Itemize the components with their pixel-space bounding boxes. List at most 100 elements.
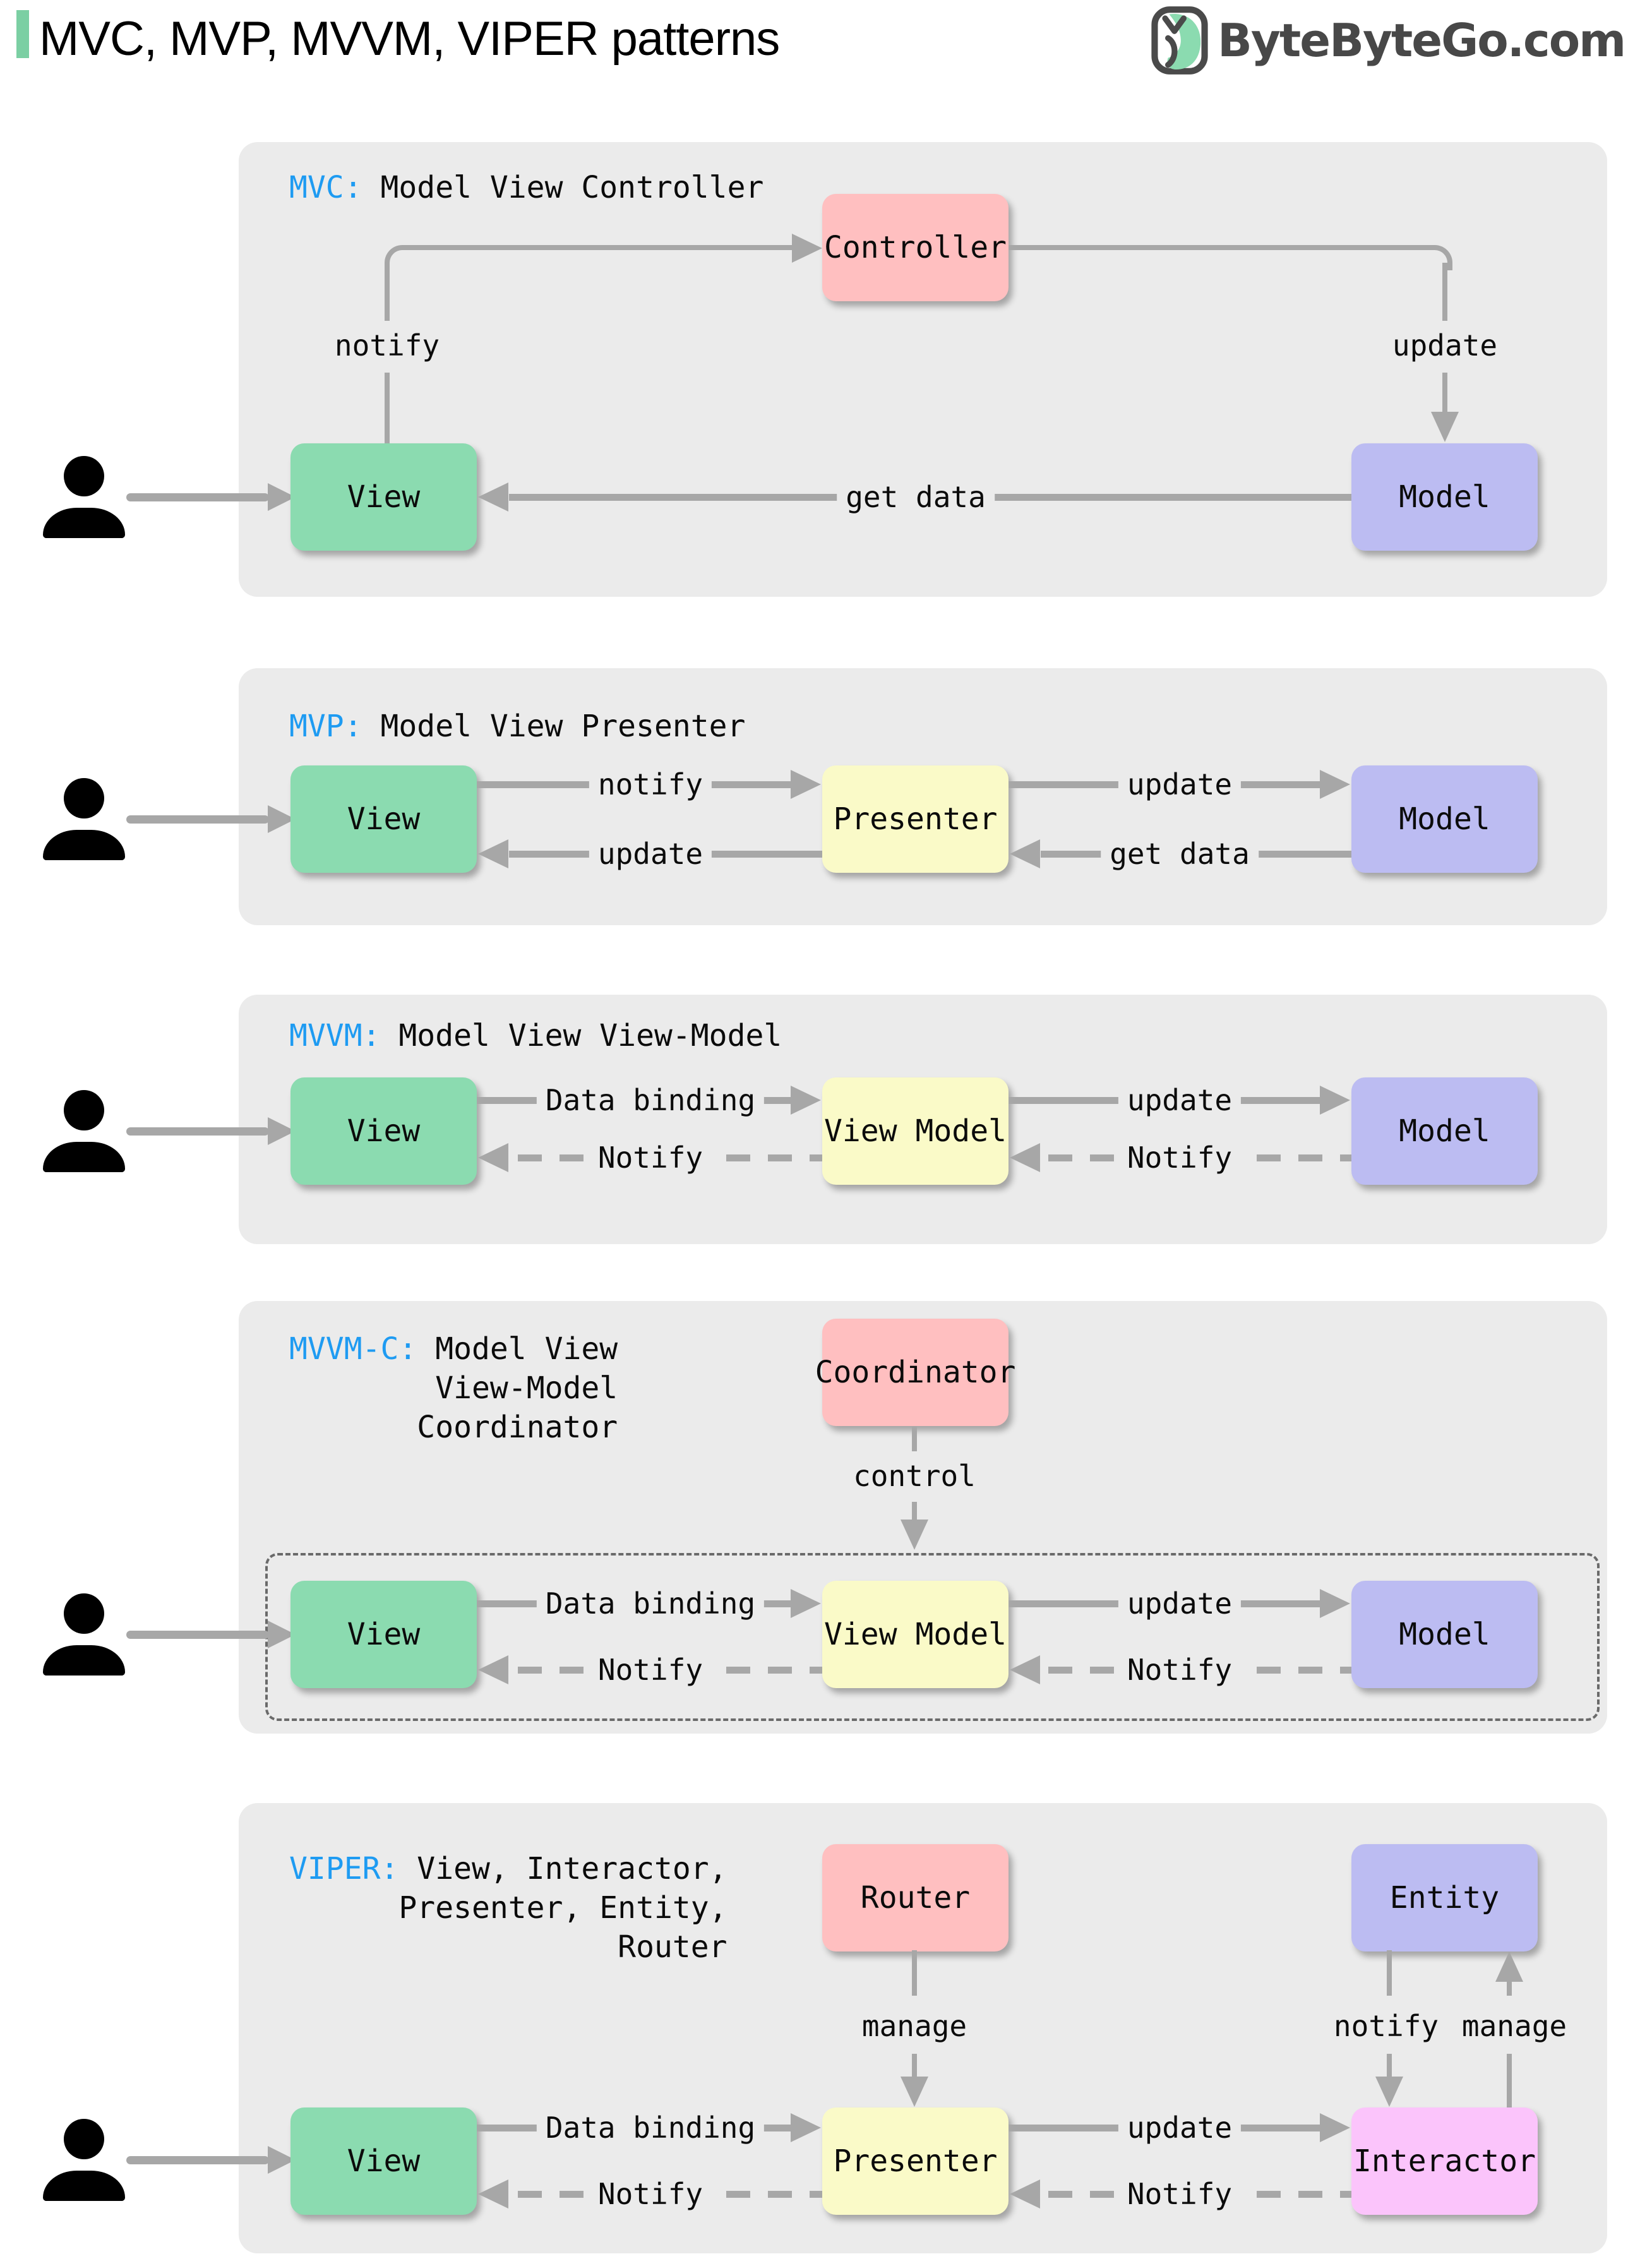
arrow-label-notify: Notify	[589, 1652, 712, 1688]
node-model: Model	[1351, 443, 1538, 551]
user-to-view-arrow	[126, 1127, 269, 1136]
arrowhead-icon	[478, 1655, 508, 1684]
arrowhead-icon	[791, 1589, 821, 1618]
section-prefix-mvp: MVP:	[289, 709, 362, 744]
node-view: View	[290, 443, 477, 551]
update-arrow-segment	[1442, 373, 1447, 412]
arrowhead-icon	[478, 2179, 508, 2209]
arrowhead-icon	[1320, 1589, 1350, 1618]
arrowhead-icon	[1320, 1086, 1350, 1115]
user-to-view-arrow	[126, 2156, 269, 2164]
arrowhead-icon	[901, 1520, 928, 1550]
arrowhead-icon	[791, 2113, 821, 2142]
arrowhead-icon	[478, 839, 508, 868]
arrow-label-get-data: get data	[1101, 836, 1259, 872]
section-name-mvvm-c-line3: Coordinator	[417, 1410, 618, 1445]
section-name-mvp: Model View Presenter	[362, 709, 746, 744]
manage-arrow-segment	[912, 2054, 917, 2077]
section-name-viper-line3: Router	[618, 1929, 727, 1965]
user-to-view-arrow	[126, 1631, 269, 1639]
arrow-corner	[385, 245, 410, 270]
node-view: View	[290, 765, 477, 873]
arrow-label-manage-entity: manage	[1452, 2008, 1576, 2044]
arrow-label-notify: Notify	[589, 1139, 712, 1176]
section-name-mvvm-c-line1: Model View	[417, 1331, 618, 1367]
bytebytego-logo: ByteByteGo.com	[1151, 5, 1626, 76]
title-accent-bar	[16, 10, 29, 58]
arrow-label-data-binding: Data binding	[536, 1585, 765, 1622]
node-model: Model	[1351, 1581, 1538, 1688]
manage-up-arrow-segment	[1507, 1982, 1512, 1996]
arrow-label-update: update	[1118, 1082, 1242, 1118]
node-view-model: View Model	[822, 1581, 1009, 1688]
arrowhead-icon	[901, 2077, 928, 2107]
node-entity: Entity	[1351, 1844, 1538, 1951]
arrow-label-notify: Notify	[1118, 2176, 1242, 2212]
node-model: Model	[1351, 1077, 1538, 1185]
node-view: View	[290, 1581, 477, 1688]
control-arrow-segment	[912, 1426, 917, 1451]
arrowhead-icon	[1495, 1951, 1523, 1982]
section-name-viper-line1: View, Interactor,	[398, 1851, 727, 1886]
arrowhead-icon	[791, 1086, 821, 1115]
arrow-label-data-binding: Data binding	[536, 2109, 765, 2146]
section-label-viper: VIPER: View, Interactor, Presenter, Entit…	[289, 1849, 727, 1967]
arrowhead-icon	[1010, 2179, 1040, 2209]
arrow-label-notify: Notify	[589, 2176, 712, 2212]
user-icon	[43, 456, 125, 538]
user-to-view-arrow	[126, 815, 269, 824]
section-prefix-mvvm-c: MVVM-C:	[289, 1331, 417, 1367]
notify-arrow-segment	[402, 245, 792, 250]
user-icon	[43, 2119, 125, 2201]
node-presenter: Presenter	[822, 2107, 1009, 2215]
node-view: View	[290, 1077, 477, 1185]
arrow-label-data-binding: Data binding	[536, 1082, 765, 1118]
section-prefix-mvvm: MVVM:	[289, 1018, 381, 1053]
update-arrow-segment	[1009, 245, 1427, 250]
node-view: View	[290, 2107, 477, 2215]
section-prefix-viper: VIPER:	[289, 1851, 399, 1886]
node-presenter: Presenter	[822, 765, 1009, 873]
arrow-label-notify-entity: notify	[1324, 2008, 1448, 2044]
notify-arrow-segment	[1387, 2054, 1392, 2077]
arrow-label-manage: manage	[853, 2008, 976, 2044]
node-coordinator: Coordinator	[815, 1319, 1015, 1426]
arrow-label-update-back: update	[589, 836, 712, 872]
arrow-label-update: update	[1118, 766, 1242, 803]
page-title: MVC, MVP, MVVM, VIPER patterns	[39, 12, 780, 66]
arrow-label-update: update	[1383, 327, 1507, 364]
manage-arrow-segment	[912, 1950, 917, 1996]
control-arrow-segment	[912, 1502, 917, 1520]
arrow-label-notify: notify	[589, 766, 712, 803]
notify-arrow-segment	[385, 373, 390, 443]
notify-arrow-segment	[385, 263, 390, 321]
section-name-viper-line2: Presenter, Entity,	[398, 1890, 727, 1926]
arrowhead-icon	[1375, 2077, 1403, 2107]
bytebytego-owl-icon	[1151, 6, 1208, 75]
node-controller: Controller	[822, 194, 1009, 301]
arrowhead-icon	[1010, 839, 1040, 868]
arrowhead-icon	[791, 770, 821, 799]
arrowhead-icon	[792, 234, 822, 263]
section-name-mvc: Model View Controller	[362, 170, 764, 205]
notify-arrow-segment	[1387, 1950, 1392, 1996]
arrow-label-notify: notify	[325, 327, 449, 364]
section-prefix-mvc: MVC:	[289, 170, 362, 205]
section-name-mvvm: Model View View-Model	[380, 1018, 782, 1053]
arrow-label-control: control	[844, 1458, 985, 1494]
node-view-model: View Model	[822, 1077, 1009, 1185]
user-icon	[43, 778, 125, 860]
arrowhead-icon	[1320, 2113, 1350, 2142]
node-model: Model	[1351, 765, 1538, 873]
update-arrow-segment	[1442, 263, 1447, 321]
arrowhead-icon	[1010, 1655, 1040, 1684]
arrowhead-icon	[1431, 412, 1459, 442]
arrow-label-get-data: get data	[837, 479, 995, 515]
arrow-label-notify: Notify	[1118, 1139, 1242, 1176]
arrowhead-icon	[1320, 770, 1350, 799]
node-interactor: Interactor	[1351, 2107, 1538, 2215]
arrow-label-update: update	[1118, 2109, 1242, 2146]
node-router: Router	[822, 1844, 1009, 1951]
arrowhead-icon	[478, 483, 508, 512]
